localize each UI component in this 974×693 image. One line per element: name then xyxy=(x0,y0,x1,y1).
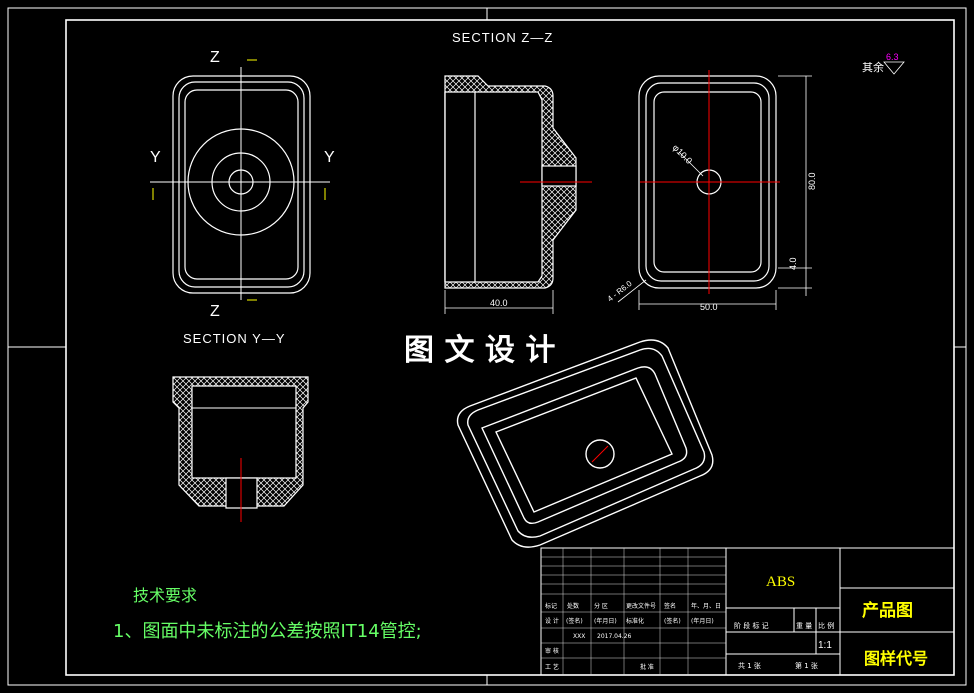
front-view xyxy=(150,70,330,300)
svg-text:(签名): (签名) xyxy=(664,617,681,625)
centering-marks xyxy=(8,8,966,685)
roughness-icon xyxy=(883,61,905,75)
section-yy-view xyxy=(172,376,309,522)
title-block-grid xyxy=(541,548,726,675)
surface-value: 6.3 xyxy=(886,52,899,62)
svg-text:分 区: 分 区 xyxy=(594,602,608,610)
svg-text:签名: 签名 xyxy=(664,602,676,610)
watermark: 图 文 设 计 xyxy=(404,333,555,368)
svg-text:更改文件号: 更改文件号 xyxy=(626,602,656,610)
dim-40 xyxy=(444,290,554,314)
dim-radius-text: 4 - R6.0 xyxy=(606,279,634,304)
svg-text:处数: 处数 xyxy=(567,602,579,610)
section-zz-view xyxy=(444,75,592,289)
isometric-view xyxy=(456,339,714,548)
material-text: ABS xyxy=(766,574,795,590)
title-block-headers: 标记 处数 分 区 更改文件号 签名 年、月、日 设 计 (签名) (年月日) … xyxy=(545,602,721,671)
svg-text:XXX: XXX xyxy=(573,633,585,640)
dim-50-text: 50.0 xyxy=(700,302,718,312)
dim-40-text: 40.0 xyxy=(490,298,508,308)
scale-text: 1:1 xyxy=(818,640,832,651)
svg-text:批 准: 批 准 xyxy=(640,663,654,671)
dim-80-text: 80.0 xyxy=(807,172,817,190)
svg-text:工 艺: 工 艺 xyxy=(545,663,559,671)
z-top-label: Z xyxy=(210,49,220,66)
dim-4-text: 4.0 xyxy=(788,257,798,270)
svg-text:(签名): (签名) xyxy=(566,617,583,625)
notes-line1: 1、图面中未标注的公差按照IT14管控; xyxy=(113,621,422,642)
svg-text:2017.04.26: 2017.04.26 xyxy=(597,633,632,640)
drawing-title: 产品图 xyxy=(862,600,913,621)
section-markers xyxy=(152,59,326,301)
svg-text:标准化: 标准化 xyxy=(626,617,644,625)
weight-label: 重 量 xyxy=(796,622,812,630)
y-right-label: Y xyxy=(324,149,335,166)
surface-note: 其余 xyxy=(862,60,884,74)
y-left-label: Y xyxy=(150,149,161,166)
sheet-number: 第 1 张 xyxy=(795,661,818,670)
drawing-code: 图样代号 xyxy=(864,649,928,668)
svg-text:年、月、日: 年、月、日 xyxy=(691,602,721,610)
ratio-label: 比 例 xyxy=(818,621,834,630)
dim-50 xyxy=(617,279,777,310)
z-bottom-label: Z xyxy=(210,303,220,320)
section-zz-title: SECTION Z—Z xyxy=(452,30,553,45)
stage-label: 阶 段 标 记 xyxy=(734,621,769,630)
notes-title: 技术要求 xyxy=(133,586,197,605)
svg-text:审 核: 审 核 xyxy=(545,647,559,655)
plan-view xyxy=(638,70,780,294)
svg-text:(年月日): (年月日) xyxy=(691,617,714,625)
section-yy-title: SECTION Y—Y xyxy=(183,331,286,346)
title-block xyxy=(540,547,955,676)
total-sheets: 共 1 张 xyxy=(738,661,761,670)
svg-text:标记: 标记 xyxy=(545,602,557,610)
svg-text:(年月日): (年月日) xyxy=(594,617,617,625)
dim-80-4 xyxy=(778,75,812,296)
dim-hole-text: φ10.0 xyxy=(671,142,695,166)
svg-text:设 计: 设 计 xyxy=(545,617,559,625)
